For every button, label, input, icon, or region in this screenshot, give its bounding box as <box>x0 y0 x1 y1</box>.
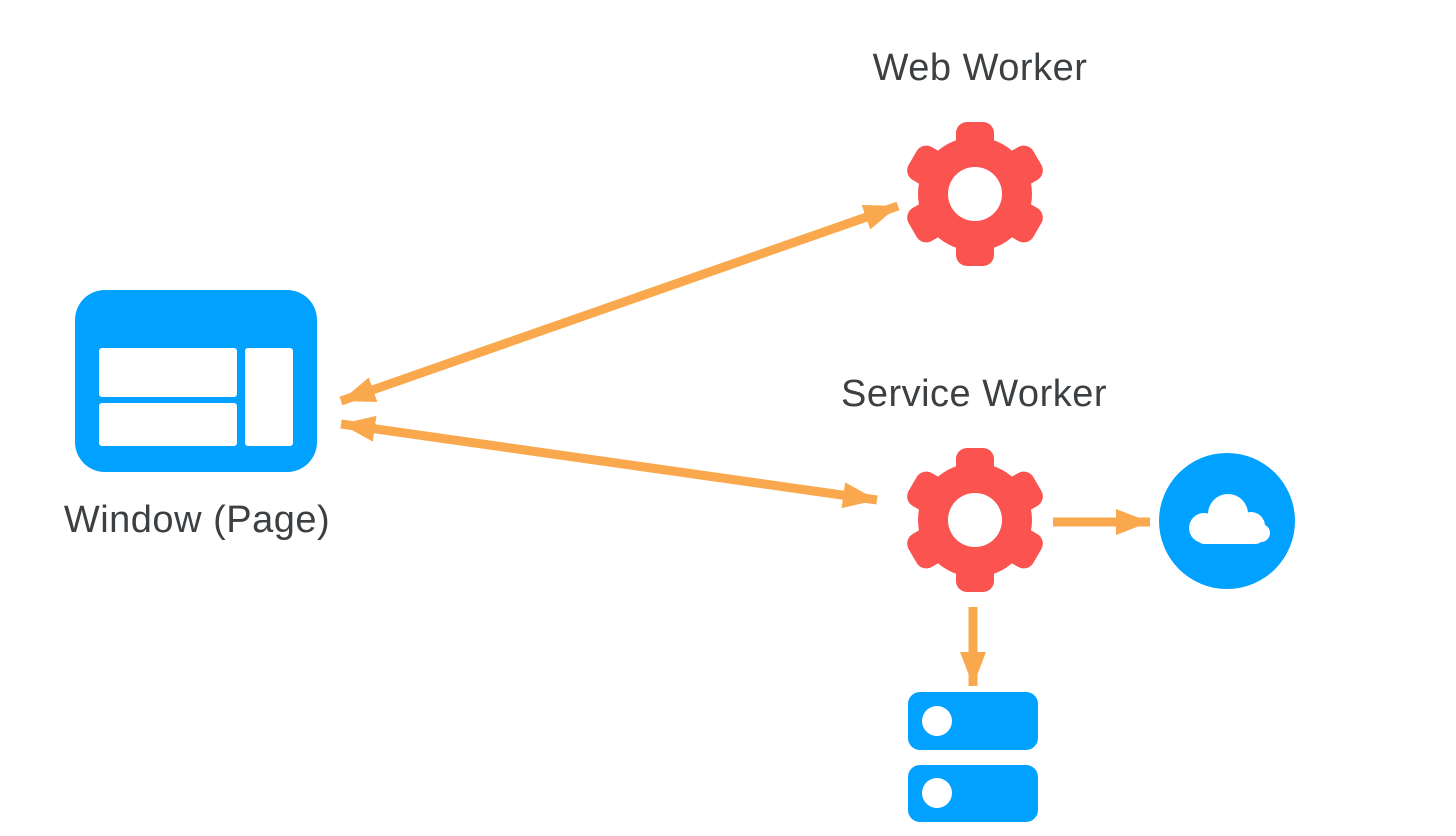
window-page-label: Window (Page) <box>63 499 331 541</box>
service-worker-gear-icon <box>907 448 1043 592</box>
web-worker-label: Web Worker <box>872 47 1088 89</box>
browser-window-icon <box>75 290 317 472</box>
network-cloud-icon <box>1159 453 1295 589</box>
database-stack-icon <box>908 692 1038 822</box>
arrow-window-webworker <box>339 201 900 406</box>
web-worker-gear-icon <box>907 122 1043 266</box>
service-worker-label: Service Worker <box>840 373 1108 415</box>
arrow-window-serviceworker <box>340 415 878 509</box>
